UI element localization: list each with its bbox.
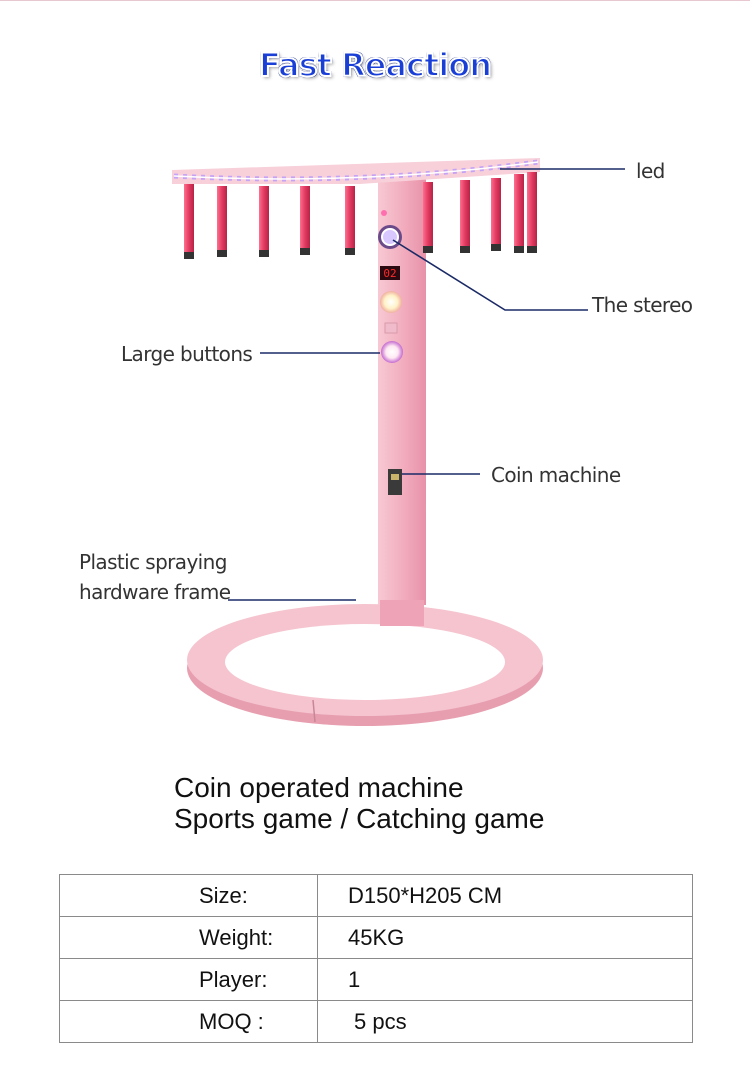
spec-key: MOQ : [59, 1000, 318, 1043]
callout-led: led [636, 159, 665, 183]
spec-key: Player: [59, 958, 318, 1001]
machine-illustration: 02 [172, 158, 625, 726]
page-title: Fast Reaction [258, 45, 493, 85]
table-row: Player: 1 [59, 958, 693, 1001]
table-row: Weight: 45KG [59, 916, 693, 959]
spec-value: 5 pcs [317, 1000, 693, 1043]
table-row: Size: D150*H205 CM [59, 874, 693, 917]
spec-key: Size: [59, 874, 318, 917]
score-display: 02 [383, 267, 396, 280]
callout-frame-line2: hardware frame [79, 580, 231, 604]
description-line2: Sports game / Catching game [174, 803, 545, 834]
callout-frame-line1: Plastic spraying [79, 550, 227, 574]
led-bar [172, 158, 540, 184]
top-divider [0, 0, 750, 1]
table-row: MOQ : 5 pcs [59, 1000, 693, 1043]
description-line1: Coin operated machine [174, 772, 464, 803]
callout-coin-machine: Coin machine [491, 463, 621, 487]
callout-large-buttons: Large buttons [121, 342, 253, 366]
base-ring [187, 604, 543, 726]
spec-value: D150*H205 CM [317, 874, 693, 917]
spec-key: Weight: [59, 916, 318, 959]
callout-stereo: The stereo [592, 293, 693, 317]
callout-lines [228, 168, 625, 601]
control-panel: 02 [378, 210, 403, 495]
stereo-callout-line [392, 239, 588, 311]
specs-table: Size: D150*H205 CM Weight: 45KG Player: … [59, 874, 693, 1043]
hanging-sticks [184, 172, 537, 259]
spec-value: 45KG [317, 916, 693, 959]
spec-value: 1 [317, 958, 693, 1001]
product-description: Coin operated machine Sports game / Catc… [174, 772, 544, 834]
